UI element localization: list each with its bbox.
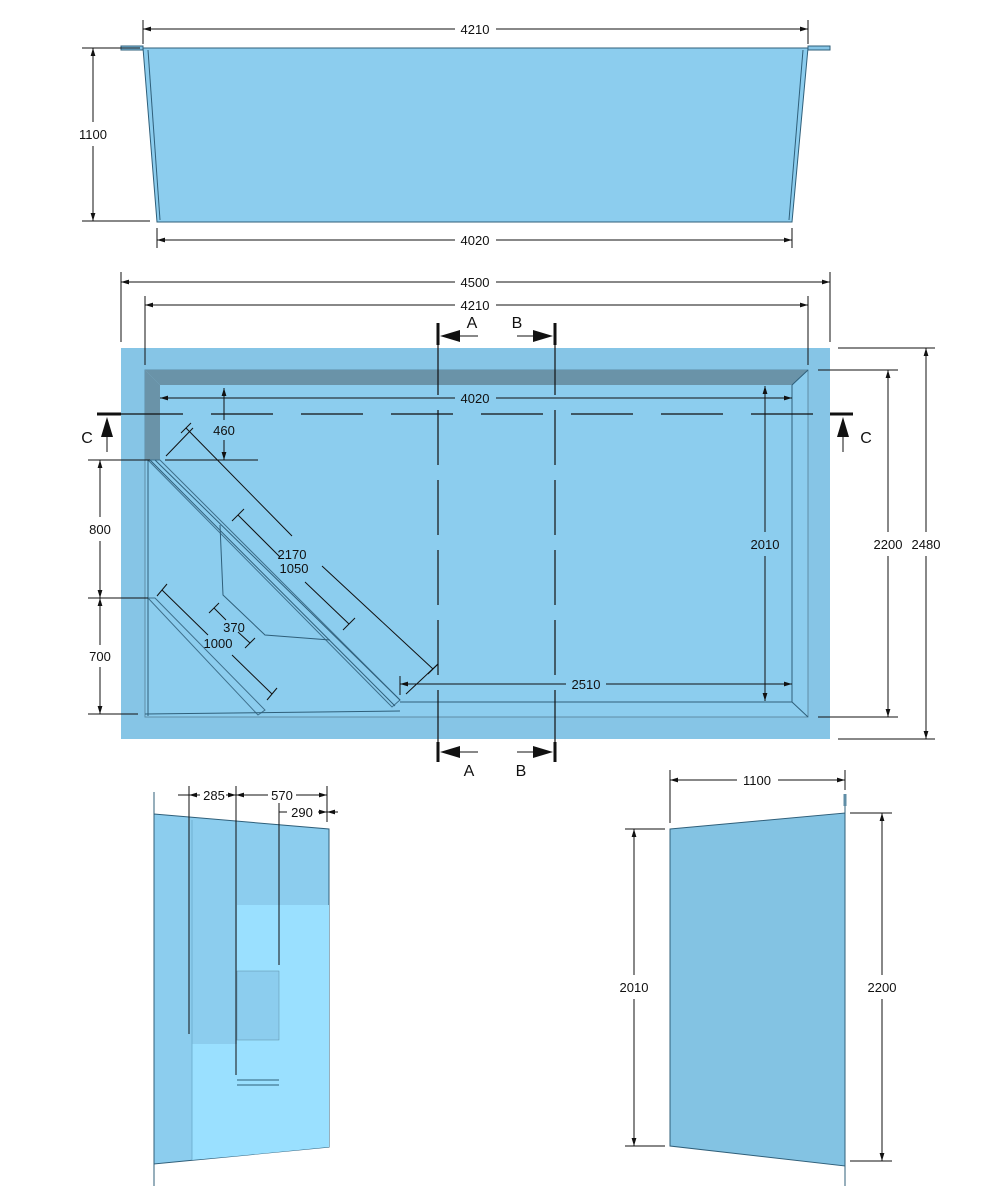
section-step-light-1: [237, 905, 329, 1156]
tick: [244, 637, 256, 649]
section-arrow-b-top: [533, 330, 553, 342]
dim-label-side-height: 2200: [868, 980, 897, 995]
side-view: 1100 2010 2200: [620, 770, 897, 1186]
elevation-rim-right: [807, 45, 831, 51]
section-label-c-left: C: [81, 430, 93, 447]
tick: [342, 617, 356, 631]
dim-label-plan-diagonal-long: 2170: [278, 547, 307, 562]
dim-label-side-inner-height: 2010: [620, 980, 649, 995]
dim-label-side-top-width: 1100: [743, 773, 771, 788]
dim-line: [231, 654, 273, 695]
dim-line: [237, 514, 281, 558]
dim-label-elevation-height: 1100: [79, 127, 107, 142]
dim-label-plan-overall-width: 4500: [461, 275, 490, 290]
plan-step-lower: [146, 597, 266, 716]
section-arrow-a-top: [440, 330, 460, 342]
dim-label-plan-left-lower: 700: [89, 649, 111, 664]
section-label-a-top: A: [467, 315, 478, 332]
plan-left-wall: [145, 370, 160, 460]
dim-line: [213, 607, 227, 621]
plan-view: A A B B C C 4500 4210: [81, 272, 940, 780]
dim-label-plan-overall-depth: 2480: [912, 537, 941, 552]
section-step-recess: [236, 970, 280, 1041]
dim-label-section-step1: 285: [203, 788, 225, 803]
section-label-b-bottom: B: [516, 763, 527, 780]
plan-step-edge: [219, 524, 331, 641]
plan-pool-basin: [144, 369, 809, 718]
dim-label-plan-top-width: 4210: [461, 298, 490, 313]
tick: [208, 602, 220, 614]
dim-label-elevation-bottom-width: 4020: [461, 233, 490, 248]
tick: [180, 422, 192, 434]
dim-label-plan-diagonal-mid: 1050: [280, 561, 309, 576]
tick: [266, 687, 278, 701]
dim-label-plan-flat-length: 2510: [572, 677, 601, 692]
section-arrow-c-right: [837, 417, 849, 437]
dim-label-elevation-top-width: 4210: [461, 22, 490, 37]
elevation-inner-edge-right: [788, 49, 804, 221]
dim-line: [185, 427, 293, 537]
tick: [231, 508, 245, 522]
elevation-pool-body: [142, 47, 809, 223]
dim-line: [304, 581, 350, 625]
tick: [427, 663, 439, 675]
section-step-light-2: [192, 1044, 237, 1160]
dim-line: [321, 565, 434, 670]
dim-label-section-step2: 570: [271, 788, 293, 803]
plan-step-edge: [144, 710, 401, 715]
dim-line: [237, 631, 251, 644]
dim-label-plan-step-small: 370: [223, 620, 245, 635]
dim-label-plan-left-upper: 800: [89, 522, 111, 537]
plan-step-edge: [154, 459, 401, 701]
dim-line: [161, 589, 209, 636]
section-arrow-b-bottom: [533, 746, 553, 758]
plan-step-edge: [149, 459, 396, 707]
tick: [156, 583, 168, 597]
section-label-c-right: C: [860, 430, 872, 447]
elevation-inner-edge-left: [147, 49, 161, 221]
dim-label-plan-inner-depth: 2010: [751, 537, 780, 552]
plan-top-wall: [145, 370, 808, 385]
dim-label-plan-step-offset: 460: [213, 423, 235, 438]
elevation-top-view: 4210 1100 4020: [79, 20, 831, 248]
dim-label-section-step3: 290: [291, 805, 313, 820]
plan-inner-edge: [791, 701, 809, 718]
plan-inner-edge: [791, 369, 809, 386]
dim-label-plan-diagonal-short: 1000: [204, 636, 233, 651]
section-arrow-a-bottom: [440, 746, 460, 758]
section-label-a-bottom: A: [464, 763, 475, 780]
ext-line: [165, 427, 194, 457]
section-label-b-top: B: [512, 315, 523, 332]
section-arrow-c-left: [101, 417, 113, 437]
section-view: 285 570 290: [153, 786, 338, 1186]
dim-label-plan-inner-width: 4020: [461, 391, 490, 406]
dim-label-plan-depth: 2200: [874, 537, 903, 552]
side-body: [669, 812, 846, 1167]
